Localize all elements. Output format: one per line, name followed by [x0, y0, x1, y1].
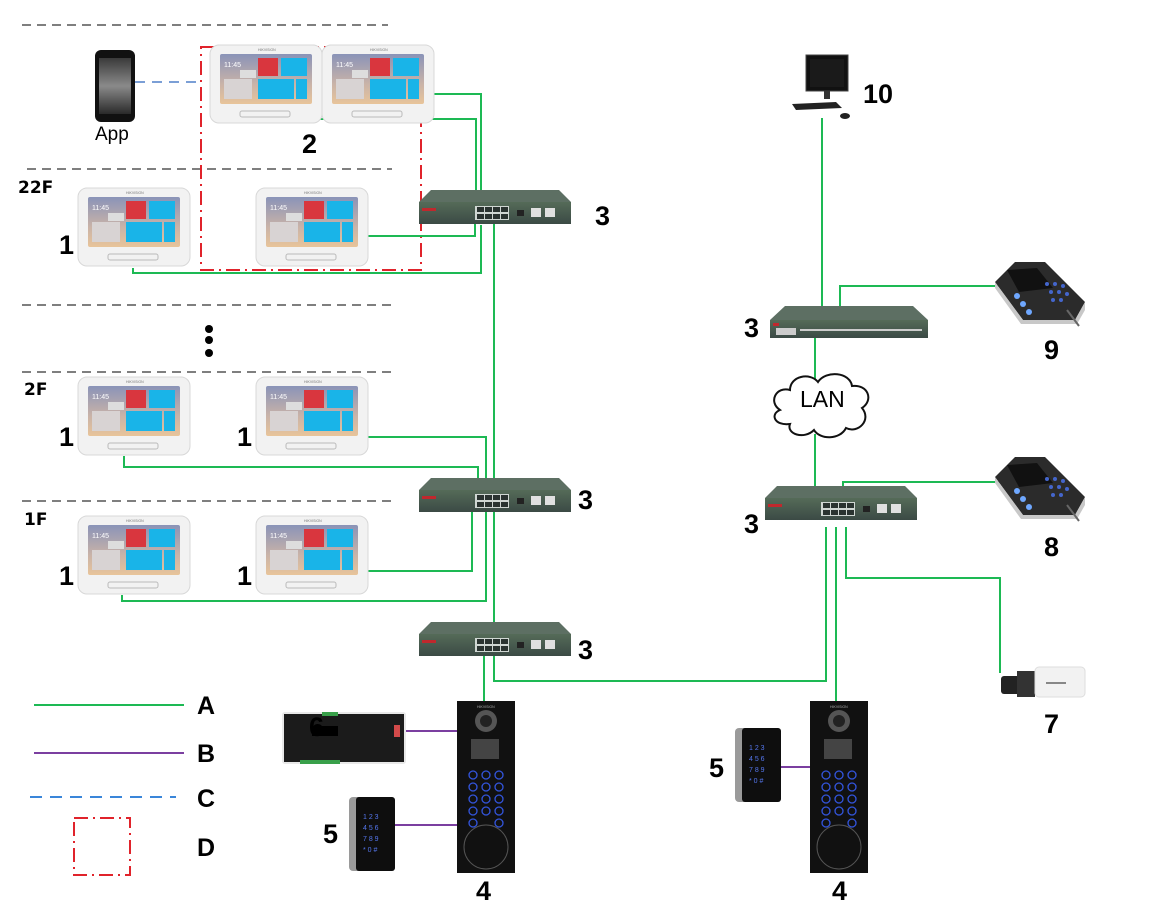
- indoor-monitor: [77, 187, 191, 267]
- label-master-station-8: 8: [1044, 532, 1060, 562]
- label-camera: 7: [1044, 709, 1060, 739]
- indoor-monitor: [255, 187, 369, 267]
- cable: [414, 93, 482, 215]
- cable: [367, 218, 476, 237]
- label-indoor-station: 1: [237, 561, 253, 591]
- door-station-icon: [809, 700, 869, 874]
- smartphone-icon: [95, 50, 135, 122]
- label-card-reader: 5: [709, 753, 725, 783]
- cable: [132, 225, 482, 274]
- cable: [121, 508, 487, 602]
- cable: [839, 285, 1000, 308]
- label-door-station: 4: [476, 876, 492, 906]
- legend-key-a: A: [197, 692, 216, 720]
- indoor-monitor: [77, 376, 191, 456]
- master-station-icon: [994, 261, 1086, 327]
- indoor-monitor: [255, 376, 369, 456]
- app-label: App: [95, 124, 129, 145]
- floor-dividers: [22, 24, 392, 502]
- network-switch: [419, 190, 571, 224]
- label-switch: 3: [744, 313, 760, 343]
- indoor-monitor: [321, 44, 435, 124]
- label-indoor-station: 1: [59, 561, 75, 591]
- legend-box-d: [73, 817, 131, 876]
- label-switch: 3: [578, 635, 594, 665]
- network-switch: [419, 622, 571, 656]
- floor-label-1f: 1F: [24, 510, 48, 530]
- label-card-reader: 5: [323, 819, 339, 849]
- cable: [845, 527, 1001, 673]
- network-switch: [765, 486, 917, 520]
- legend-graphics: [30, 704, 184, 876]
- indoor-monitor: [255, 515, 369, 595]
- cable: [493, 218, 827, 682]
- legend-key-d: D: [197, 834, 216, 862]
- label-switch: 3: [578, 485, 594, 515]
- card-reader-icon: [735, 728, 781, 802]
- label-controller: 6: [309, 712, 325, 742]
- core-switch: [770, 306, 928, 338]
- legend-key-b: B: [197, 740, 216, 768]
- label-switch: 3: [744, 509, 760, 539]
- label-pc-client: 10: [863, 79, 894, 109]
- master-station-icon: [994, 456, 1086, 522]
- indoor-monitor: [77, 515, 191, 595]
- label-indoor-station: 1: [59, 422, 75, 452]
- label-master-station-9: 9: [1044, 335, 1060, 365]
- label-door-station: 4: [832, 876, 848, 906]
- label-indoor-station: 1: [237, 422, 253, 452]
- label-indoor-station: 1: [59, 230, 75, 260]
- card-reader-icon: [349, 797, 395, 871]
- pc-client-icon: [792, 54, 850, 119]
- floor-label-22f: 22F: [18, 178, 54, 198]
- floor-label-2f: 2F: [24, 380, 48, 400]
- serial-cables: [395, 730, 810, 826]
- indoor-monitor: [209, 44, 323, 124]
- network-cables: [121, 93, 1001, 717]
- legend-key-c: C: [197, 785, 216, 813]
- access-controller-icon: [282, 712, 406, 764]
- cable: [367, 508, 473, 572]
- camera-icon: [1001, 666, 1086, 698]
- network-switch: [419, 478, 571, 512]
- door-station-icon: [456, 700, 516, 874]
- lan-label: LAN: [800, 386, 845, 412]
- label-indoor-group: 2: [302, 129, 318, 159]
- lan-cloud-icon: [773, 373, 870, 439]
- ellipsis-icon: [205, 325, 213, 357]
- label-switch: 3: [595, 201, 611, 231]
